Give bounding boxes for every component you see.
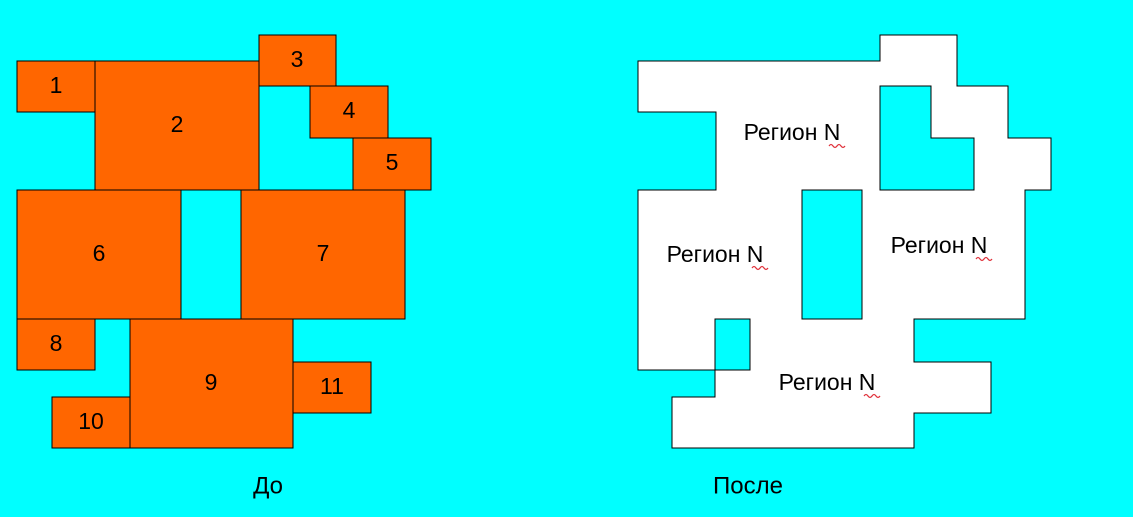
before-diagram: 1 2 3 4 5 6 7 8: [16, 34, 432, 499]
block-7: 7: [240, 189, 406, 320]
region-label-top: Регион N: [744, 119, 846, 149]
block-label: 1: [50, 72, 63, 98]
spellcheck-underline: [975, 256, 993, 262]
block-6: 6: [16, 189, 182, 320]
block-2: 2: [94, 60, 260, 191]
region-label-right: Регион N: [891, 232, 993, 262]
block-8: 8: [16, 318, 96, 371]
block-10: 10: [51, 396, 131, 449]
region-label-bottom: Регион N: [779, 369, 881, 399]
after-caption: После: [713, 472, 783, 499]
after-diagram: Регион N Регион N Регион N Регион N Посл…: [637, 34, 1052, 499]
block-label: 6: [93, 240, 106, 266]
region-label: Регион N: [744, 119, 841, 145]
spellcheck-underline: [863, 393, 881, 399]
region-label: Регион N: [891, 232, 988, 258]
region-label: Регион N: [667, 241, 764, 267]
region-label-left: Регион N: [667, 241, 769, 271]
block-1: 1: [16, 60, 96, 113]
block-label: 11: [320, 373, 344, 399]
block-label: 10: [78, 408, 104, 434]
region-label: Регион N: [779, 369, 876, 395]
block-label: 4: [343, 97, 356, 123]
block-label: 3: [291, 46, 304, 72]
block-label: 8: [50, 330, 63, 356]
block-9: 9: [129, 318, 294, 449]
block-11: 11: [292, 361, 372, 414]
spellcheck-underline: [828, 143, 846, 149]
block-label: 7: [317, 240, 330, 266]
block-5: 5: [352, 137, 432, 191]
spellcheck-underline: [751, 265, 769, 271]
block-3: 3: [258, 34, 337, 87]
block-4: 4: [309, 85, 389, 139]
before-caption: До: [253, 472, 283, 499]
merged-region-shape: [637, 34, 1052, 449]
block-label: 5: [386, 149, 399, 175]
block-label: 2: [171, 111, 184, 137]
block-label: 9: [205, 369, 218, 395]
